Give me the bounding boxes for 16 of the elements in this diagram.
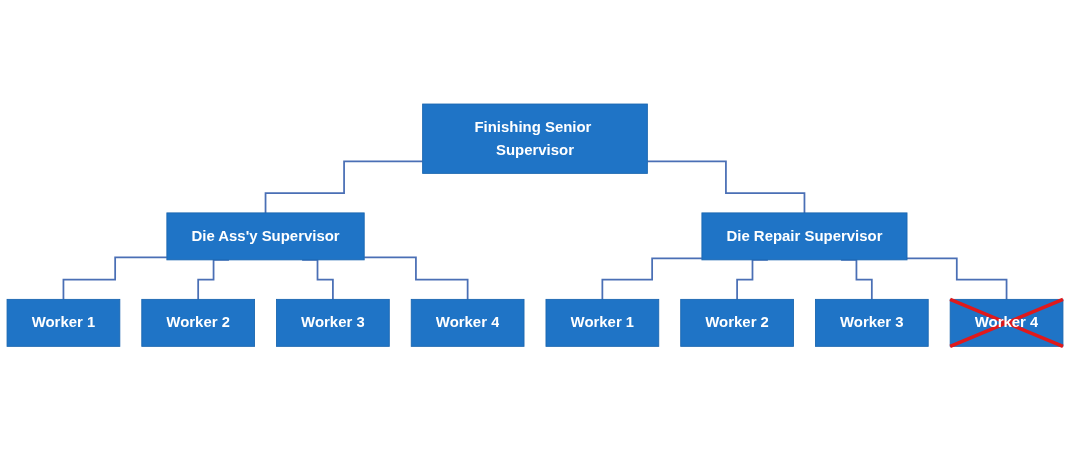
connector	[906, 257, 1008, 301]
node-box: Worker 4	[410, 298, 525, 347]
node-box: Worker 2	[680, 298, 794, 347]
node-box: Finishing Senior Supervisor	[422, 103, 648, 174]
node-box: Worker 3	[815, 298, 929, 347]
node-box: Worker 1	[545, 298, 660, 347]
connector	[601, 257, 703, 301]
connector	[62, 256, 168, 301]
connector	[363, 256, 469, 301]
node-box: Worker 3	[276, 298, 390, 347]
node-box: Worker 2	[141, 298, 255, 347]
node-box: Die Ass'y Supervisor	[166, 212, 365, 261]
node-box: Worker 1	[6, 298, 121, 347]
node-box: Die Repair Supervisor	[701, 212, 908, 261]
connector	[264, 160, 424, 214]
connector	[646, 160, 806, 214]
